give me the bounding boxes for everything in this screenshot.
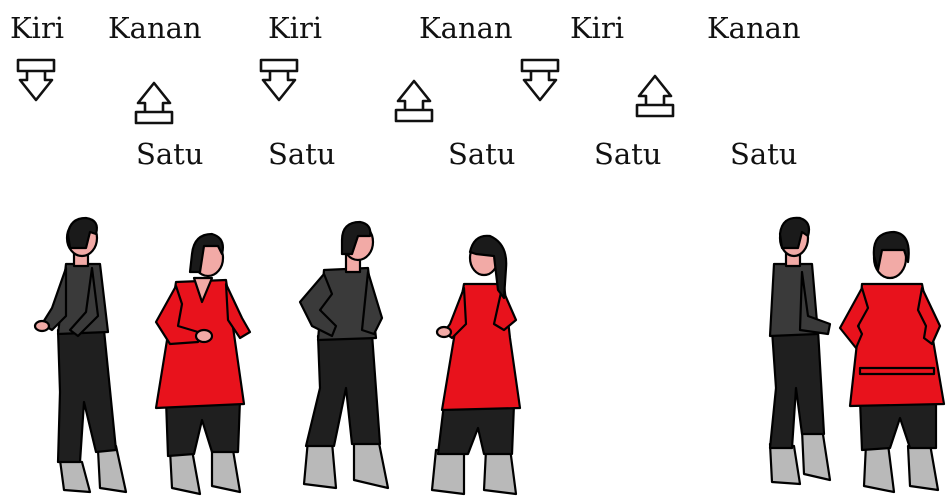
step-label-kanan-3: Kanan (707, 11, 801, 45)
arrow-up-icon (635, 74, 675, 118)
count-label-satu-4: Satu (594, 137, 662, 171)
male-dancer-3 (768, 216, 832, 486)
arrow-down-icon (520, 58, 560, 102)
count-label-satu-1: Satu (136, 137, 204, 171)
female-dancer-3 (838, 230, 946, 494)
arrow-down-icon (259, 58, 299, 102)
arrow-up-icon (394, 79, 434, 123)
female-dancer-1 (154, 232, 252, 496)
step-label-kanan-1: Kanan (108, 11, 202, 45)
step-label-kanan-2: Kanan (419, 11, 513, 45)
count-label-satu-2: Satu (268, 137, 336, 171)
count-label-satu-3: Satu (448, 137, 516, 171)
count-label-satu-5: Satu (730, 137, 798, 171)
arrow-up-icon (134, 81, 174, 125)
male-dancer-2 (298, 220, 390, 490)
step-label-kiri-1: Kiri (10, 11, 65, 45)
step-label-kiri-2: Kiri (268, 11, 323, 45)
step-label-kiri-3: Kiri (570, 11, 625, 45)
female-dancer-2 (430, 234, 522, 496)
male-dancer-1 (33, 216, 128, 494)
arrow-down-icon (16, 58, 56, 102)
